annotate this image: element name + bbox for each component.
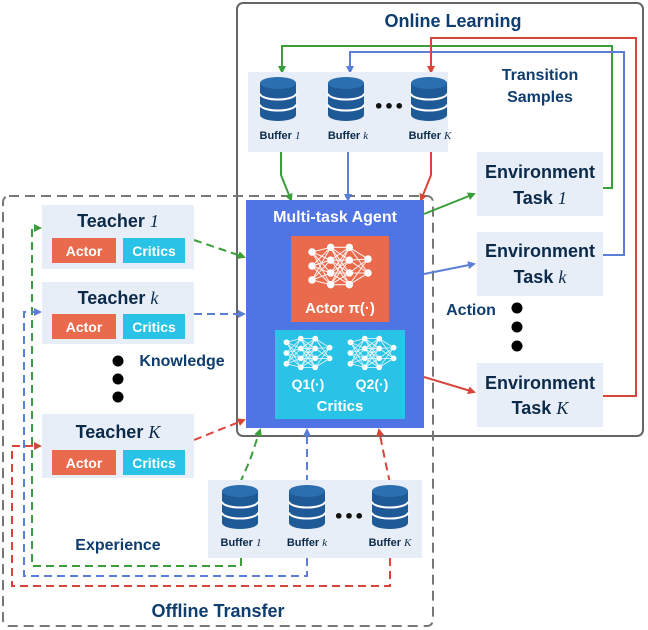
offline-transfer-region bbox=[2, 195, 434, 627]
arrow-agent-to-envk bbox=[423, 261, 476, 275]
environment-dots bbox=[511, 302, 523, 352]
environment-task-K: Environment Task K bbox=[477, 363, 603, 427]
arrow-bufferK-to-agent bbox=[419, 152, 432, 202]
offline-buffer-1-label: Buffer 1 bbox=[221, 537, 262, 549]
online-buffer-K-db-icon bbox=[410, 76, 448, 122]
arrow-offbufferk-to-teacherk bbox=[23, 308, 308, 577]
arrow-offbufferK-to-agent bbox=[376, 428, 391, 484]
online-buffer-1-label: Buffer 1 bbox=[260, 130, 301, 142]
online-buffer-1-db-icon bbox=[259, 76, 297, 122]
transition-samples-label-2: Samples bbox=[507, 89, 573, 106]
teacher-k-actor-label: Actor bbox=[66, 319, 103, 335]
arrow-teacherK-to-agent bbox=[193, 418, 246, 441]
environment-task-1: Environment Task 1 bbox=[477, 152, 603, 216]
teacher-1-critics-label: Critics bbox=[132, 243, 176, 259]
arrow-offbufferK-to-teacherK bbox=[11, 442, 391, 587]
online-buffer-k-label: Buffer k bbox=[328, 130, 369, 142]
online-buffers-panel: ••• Buffer 1 Buffer k Buffer K bbox=[248, 72, 452, 152]
arrow-teacher1-to-agent bbox=[193, 239, 246, 259]
transition-samples-label-1: Transition bbox=[502, 67, 578, 84]
arrow-agent-to-env1 bbox=[423, 192, 476, 215]
agent-q1-label: Q1(·) bbox=[292, 376, 325, 392]
arrow-env1-to-buffer1 bbox=[278, 45, 613, 189]
environment-k-task: Task k bbox=[514, 267, 568, 287]
agent-critics-label: Critics bbox=[317, 398, 364, 415]
online-buffer-K-label: Buffer K bbox=[409, 130, 452, 142]
online-buffers-ellipsis: ••• bbox=[374, 97, 405, 116]
offline-buffer-K-db-icon bbox=[371, 484, 409, 530]
online-buffer-k-db-icon bbox=[327, 76, 365, 122]
environment-k-title: Environment bbox=[485, 241, 595, 261]
offline-transfer-title: Offline Transfer bbox=[151, 601, 284, 621]
knowledge-label: Knowledge bbox=[139, 353, 224, 370]
teacher-k-actor bbox=[52, 314, 116, 339]
multi-task-agent: Multi-task Agent Actor π(·) Q1(·) Q2(·) … bbox=[246, 200, 424, 428]
teacher-K-actor-label: Actor bbox=[66, 455, 103, 471]
teacher-1-critics bbox=[123, 238, 185, 263]
teacher-k-title: Teacher k bbox=[78, 288, 160, 308]
teacher-k: Teacher k Actor Critics bbox=[42, 282, 194, 344]
environment-K-task: Task K bbox=[512, 398, 570, 418]
environment-1-title: Environment bbox=[485, 162, 595, 182]
arrow-envk-to-bufferk bbox=[346, 51, 625, 256]
agent-actor-label: Actor π(·) bbox=[305, 300, 375, 317]
arrow-offbuffer1-to-agent bbox=[239, 428, 262, 484]
offline-buffers-ellipsis: ••• bbox=[334, 507, 365, 526]
environment-1-task: Task 1 bbox=[513, 188, 567, 208]
arrow-buffer1-to-agent bbox=[280, 152, 293, 202]
teacher-1: Teacher 1 Actor Critics bbox=[42, 205, 194, 269]
online-learning-region bbox=[236, 2, 644, 437]
teacher-k-critics-label: Critics bbox=[132, 319, 176, 335]
teacher-K-actor bbox=[52, 450, 116, 475]
offline-buffer-k-label: Buffer k bbox=[287, 537, 328, 549]
teacher-1-title: Teacher 1 bbox=[77, 211, 159, 231]
teacher-dots bbox=[112, 355, 124, 403]
online-learning-title: Online Learning bbox=[384, 11, 521, 31]
arrow-envK-to-bufferK bbox=[427, 37, 637, 397]
action-label: Action bbox=[446, 302, 496, 319]
teacher-1-actor-label: Actor bbox=[66, 243, 103, 259]
teacher-k-critics bbox=[123, 314, 185, 339]
environment-K-title: Environment bbox=[485, 373, 595, 393]
environment-task-k: Environment Task k bbox=[477, 232, 603, 296]
offline-buffer-k-db-icon bbox=[288, 484, 326, 530]
offline-buffer-1-db-icon bbox=[221, 484, 259, 530]
offline-buffers-panel: ••• Buffer 1 Buffer k Buffer K bbox=[208, 480, 422, 558]
agent-title: Multi-task Agent bbox=[273, 209, 398, 226]
teacher-K-title: Teacher K bbox=[76, 422, 162, 442]
agent-q2-label: Q2(·) bbox=[356, 376, 389, 392]
teacher-K-critics-label: Critics bbox=[132, 455, 176, 471]
offline-buffer-K-label: Buffer K bbox=[369, 537, 412, 549]
teacher-K: Teacher K Actor Critics bbox=[42, 414, 194, 478]
experience-label: Experience bbox=[75, 537, 160, 554]
teacher-K-critics bbox=[123, 450, 185, 475]
teacher-1-actor bbox=[52, 238, 116, 263]
arrow-agent-to-envK bbox=[423, 376, 476, 395]
arrow-offbuffer1-to-teacher1 bbox=[31, 224, 242, 567]
